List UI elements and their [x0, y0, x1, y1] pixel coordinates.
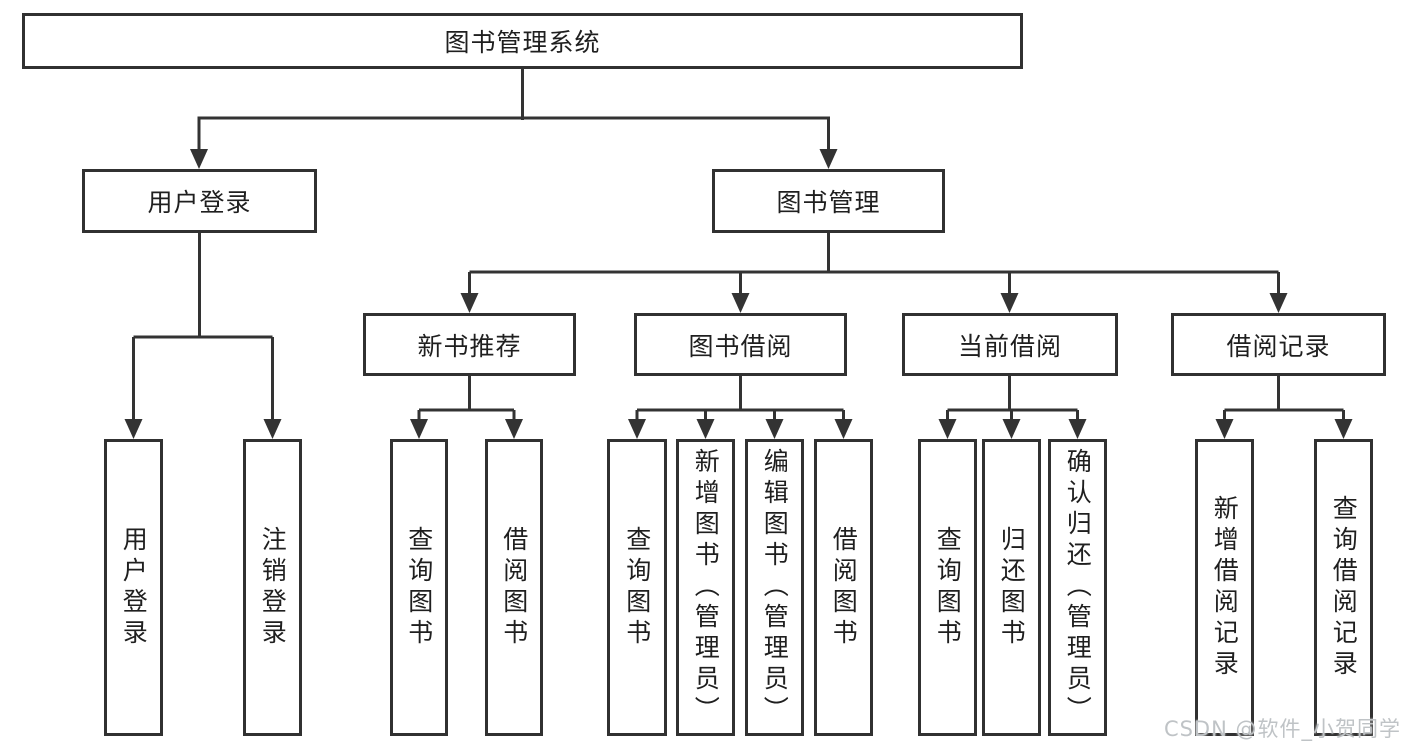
leaf-confirm-return-admin: 确认归还（管理员）	[1048, 439, 1107, 736]
leaf-label: 注销登录	[258, 525, 288, 650]
csdn-watermark: CSDN @软件_小贺同学	[1163, 717, 1401, 741]
leaf-query-books-borrowing: 查询图书	[607, 439, 667, 736]
leaf-borrow-books-recommend: 借阅图书	[485, 439, 543, 736]
leaf-label: 编辑图书（管理员）	[760, 448, 790, 727]
node-current-borrowing: 当前借阅	[902, 313, 1118, 376]
leaf-return-books: 归还图书	[982, 439, 1041, 736]
node-book-borrowing: 图书借阅	[634, 313, 847, 376]
leaf-label: 新增借阅记录	[1210, 494, 1240, 681]
leaf-label: 借阅图书	[829, 525, 859, 650]
leaf-label: 新增图书（管理员）	[691, 448, 721, 727]
leaf-query-books-current: 查询图书	[918, 439, 977, 736]
leaf-label: 借阅图书	[499, 525, 529, 650]
leaf-query-borrow-record: 查询借阅记录	[1314, 439, 1373, 736]
leaf-logout: 注销登录	[243, 439, 302, 736]
leaf-query-books-recommend: 查询图书	[390, 439, 448, 736]
arrowheads	[124, 149, 1353, 439]
leaf-label: 查询图书	[622, 525, 652, 650]
node-borrowing-records: 借阅记录	[1171, 313, 1386, 376]
leaf-add-borrow-record: 新增借阅记录	[1195, 439, 1254, 736]
leaf-add-books-admin: 新增图书（管理员）	[676, 439, 735, 736]
node-book-management: 图书管理	[712, 169, 945, 233]
leaf-label: 用户登录	[119, 525, 149, 650]
leaf-label: 查询借阅记录	[1329, 494, 1359, 681]
node-library-management-system: 图书管理系统	[22, 13, 1023, 69]
leaf-edit-books-admin: 编辑图书（管理员）	[745, 439, 804, 736]
leaf-borrow-books: 借阅图书	[814, 439, 873, 736]
leaf-label: 查询图书	[933, 525, 963, 650]
leaf-user-login: 用户登录	[104, 439, 163, 736]
node-user-login: 用户登录	[82, 169, 317, 233]
leaf-label: 归还图书	[997, 525, 1027, 650]
leaf-label: 查询图书	[404, 525, 434, 650]
node-new-book-recommendation: 新书推荐	[363, 313, 576, 376]
leaf-label: 确认归还（管理员）	[1063, 448, 1093, 727]
